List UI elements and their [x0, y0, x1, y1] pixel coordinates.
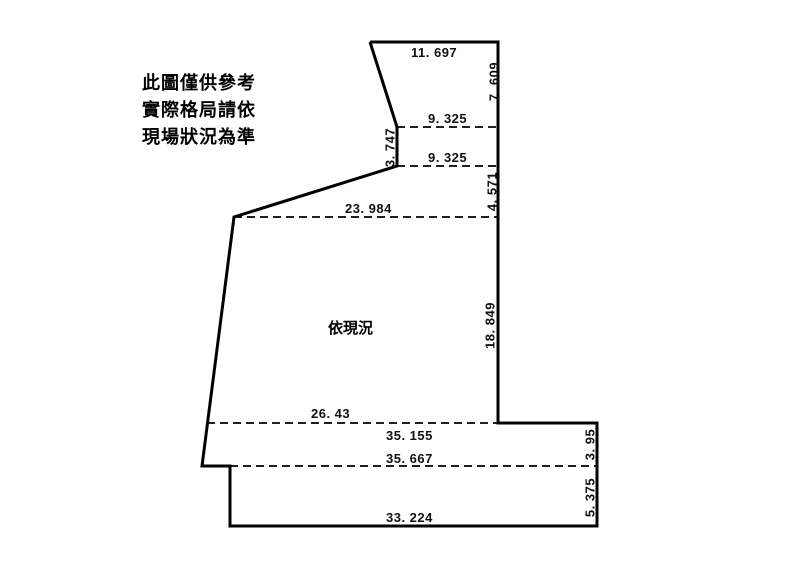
disclaimer-note: 此圖僅供參考 實際格局請依 現場狀況為準: [142, 70, 256, 151]
dim-height-395: 3. 95: [582, 428, 598, 461]
dim-width-35667: 35. 667: [386, 451, 433, 466]
dim-height-7609: 7. 609: [486, 61, 502, 102]
plot-outline: [200, 40, 599, 528]
division-lines: [207, 126, 597, 467]
dim-height-3747: 3. 747: [382, 127, 398, 168]
dim-width-23984: 23. 984: [345, 201, 392, 216]
disclaimer-line-1: 此圖僅供參考: [142, 73, 256, 94]
area-label: 依現況: [328, 319, 374, 337]
dim-height-5375: 5. 375: [582, 477, 598, 518]
dim-width-2643: 26. 43: [311, 406, 351, 421]
disclaimer-line-2: 實際格局請依: [142, 100, 256, 121]
dim-height-4571: 4. 571: [484, 171, 500, 212]
dim-width-lower-9325: 9. 325: [428, 150, 468, 165]
dim-width-upper-9325: 9. 325: [428, 111, 468, 126]
disclaimer-line-3: 現場狀況為準: [142, 127, 256, 148]
dim-height-18849: 18. 849: [482, 302, 498, 349]
dim-top-width: 11. 697: [411, 45, 458, 60]
dim-width-35155: 35. 155: [386, 428, 433, 443]
dim-width-33224: 33. 224: [386, 510, 433, 525]
